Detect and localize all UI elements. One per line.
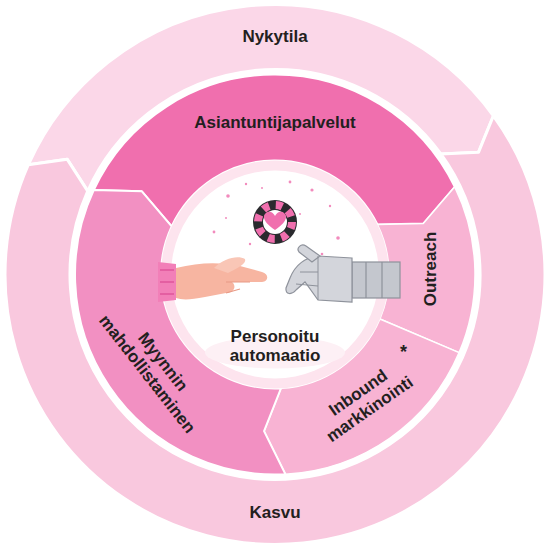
circle-halo (161, 161, 389, 389)
band-outline (28, 5, 493, 192)
band-outline (5, 116, 545, 545)
circle-outline (171, 171, 379, 379)
band-outline (377, 187, 475, 353)
band-label: Outreach (421, 214, 441, 324)
cloud-shape (205, 337, 345, 369)
asterisk-note: * (394, 341, 414, 362)
band-label: Inbound markkinointi (299, 348, 428, 455)
band-outline (264, 319, 459, 474)
band-label: Myynnin mahdollistaminen (86, 287, 225, 449)
band-outline (94, 75, 455, 227)
band-label: Kasvu (200, 503, 350, 523)
center-label: Personoitu automaatio (200, 327, 350, 366)
band-label: Nykytila (200, 27, 350, 47)
band-outline (75, 190, 285, 475)
band-label: Asiantuntijapalvelut (160, 113, 390, 133)
